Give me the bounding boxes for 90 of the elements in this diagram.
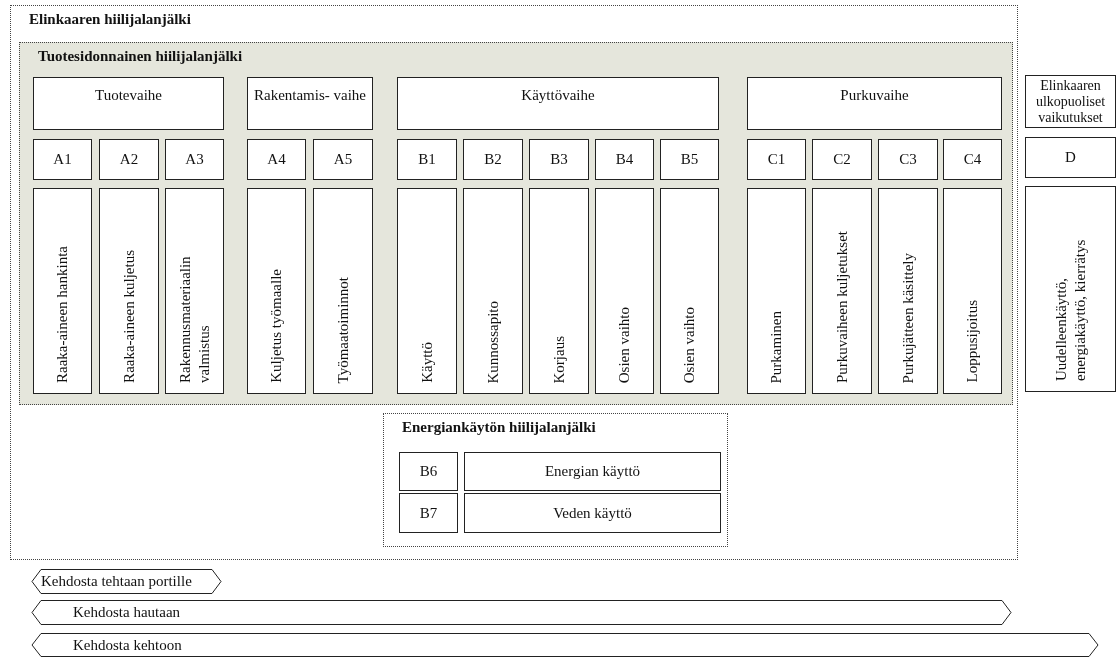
module-label: Raaka-aineen kuljetus bbox=[119, 250, 138, 383]
module-label: B6 bbox=[419, 463, 438, 480]
module-box bbox=[397, 188, 457, 394]
module-box bbox=[33, 139, 92, 180]
module-box bbox=[397, 139, 457, 180]
group-frame bbox=[383, 413, 728, 547]
scope-band bbox=[31, 633, 1099, 657]
module-box bbox=[99, 139, 159, 180]
module-label: Kuljetus työmaalle bbox=[267, 269, 285, 383]
module-box bbox=[399, 452, 458, 491]
module-box bbox=[313, 139, 373, 180]
module-label: B4 bbox=[615, 151, 634, 168]
module-label: Rakennusmateriaalin valmistus bbox=[175, 255, 213, 383]
module-box bbox=[660, 188, 719, 394]
module-box bbox=[529, 139, 589, 180]
module-label: A4 bbox=[267, 151, 286, 168]
module-label: Käyttö bbox=[417, 342, 436, 383]
module-box bbox=[1025, 137, 1116, 178]
module-box bbox=[878, 188, 938, 394]
range-label: Kehdosta hautaan bbox=[73, 604, 181, 621]
module-box bbox=[464, 493, 721, 533]
module-box bbox=[99, 188, 159, 394]
module-label: Purkaminen bbox=[767, 310, 785, 383]
module-label: C3 bbox=[899, 151, 917, 168]
stage-box bbox=[397, 77, 719, 130]
module-label: Raaka-aineen hankinta bbox=[53, 246, 71, 383]
module-label: Osien vaihto bbox=[615, 306, 633, 383]
module-label: C2 bbox=[833, 151, 851, 168]
module-box bbox=[529, 188, 589, 394]
module-label: Korjaus bbox=[549, 335, 568, 383]
module-label: A1 bbox=[53, 151, 72, 168]
module-label: B7 bbox=[419, 504, 438, 522]
stage-box bbox=[747, 77, 1002, 130]
group-title: Energiankäytön hiilijalanjälki bbox=[402, 419, 596, 436]
module-label: Purkuvaiheen kuljetukset bbox=[832, 230, 851, 383]
module-label: Veden käyttö bbox=[553, 504, 632, 522]
module-box bbox=[747, 188, 806, 394]
module-label: Osien vaihto bbox=[680, 306, 698, 383]
module-box bbox=[33, 188, 92, 394]
group-panel bbox=[19, 42, 1013, 405]
module-box bbox=[165, 188, 224, 394]
stage-box bbox=[33, 77, 224, 130]
module-box bbox=[943, 188, 1002, 394]
module-label: Purkujätteen käsittely bbox=[898, 252, 917, 383]
stage-box bbox=[1025, 75, 1116, 128]
group-title: Elinkaaren hiilijalanjälki bbox=[29, 11, 191, 28]
module-label: B1 bbox=[418, 151, 436, 168]
module-box bbox=[313, 188, 373, 394]
module-box bbox=[812, 139, 872, 180]
stage-label: Käyttövaihe bbox=[521, 86, 595, 105]
module-box bbox=[463, 188, 523, 394]
scope-band bbox=[31, 600, 1012, 625]
module-label: A3 bbox=[185, 151, 204, 168]
module-box bbox=[747, 139, 806, 180]
module-box bbox=[247, 188, 306, 394]
module-box bbox=[878, 139, 938, 180]
module-box bbox=[812, 188, 872, 394]
module-label: Työmaatoiminnot bbox=[333, 276, 352, 383]
module-box bbox=[660, 139, 719, 180]
group-title: Tuotesidonnainen hiilijalanjälki bbox=[38, 48, 243, 65]
module-label: C4 bbox=[963, 151, 982, 168]
module-label: D bbox=[1065, 149, 1076, 166]
module-box bbox=[595, 188, 654, 394]
module-label: Uudelleenkäyttö, energiakäyttö, kierrätys bbox=[1051, 238, 1089, 381]
module-box bbox=[463, 139, 523, 180]
module-box bbox=[464, 452, 721, 491]
module-box bbox=[943, 139, 1002, 180]
module-label: A2 bbox=[119, 151, 139, 168]
module-label: B3 bbox=[550, 151, 568, 168]
range-label: Kehdosta tehtaan portille bbox=[41, 573, 192, 590]
stage-label: Elinkaaren ulkopuoliset vaikutukset bbox=[1034, 78, 1107, 126]
module-label: C1 bbox=[767, 151, 786, 168]
module-box bbox=[595, 139, 654, 180]
scope-band bbox=[31, 569, 222, 594]
module-box bbox=[165, 139, 224, 180]
module-label: A5 bbox=[333, 151, 353, 168]
module-label: Energian käyttö bbox=[544, 463, 641, 480]
module-label: B2 bbox=[484, 151, 502, 168]
module-label: B5 bbox=[680, 151, 699, 168]
range-label: Kehdosta kehtoon bbox=[73, 636, 182, 654]
module-label: Loppusijoitus bbox=[963, 300, 981, 383]
module-box bbox=[399, 493, 458, 533]
module-box bbox=[1025, 186, 1116, 392]
module-label: Kunnossapito bbox=[483, 300, 502, 383]
stage-label: Purkuvaihe bbox=[840, 86, 909, 105]
stage-label: Tuotevaihe bbox=[95, 86, 162, 105]
stage-box bbox=[247, 77, 373, 130]
stage-label: Rakentamis- vaihe bbox=[253, 86, 366, 105]
module-box bbox=[247, 139, 306, 180]
group-frame bbox=[10, 5, 1018, 560]
